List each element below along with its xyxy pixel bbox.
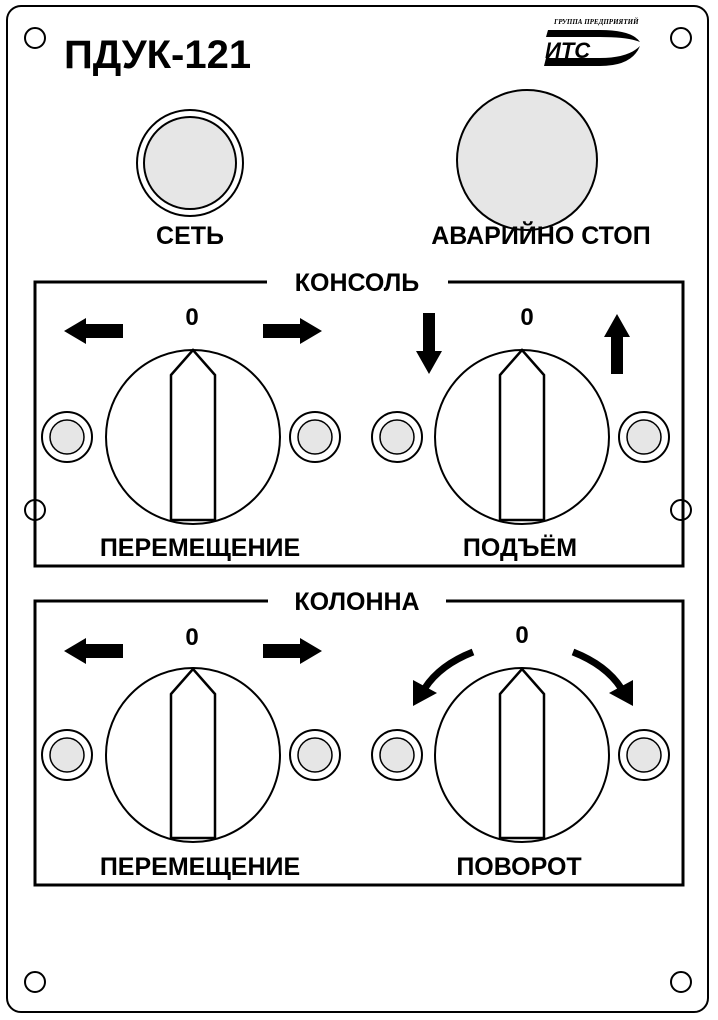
column-right-indicator-right (618, 729, 670, 781)
section-console-frame (33, 280, 685, 568)
section-column: КОЛОННА 0 ПЕРЕМЕЩЕНИЕ 0 (33, 588, 685, 887)
mounting-hole-bottom-right (670, 971, 692, 993)
arrow-left-icon (64, 638, 123, 664)
section-console-title: КОНСОЛЬ (295, 269, 420, 297)
brand-group-text: ГРУППА ПРЕДПРИЯТИЙ (553, 18, 639, 26)
emergency-stop-button[interactable] (456, 89, 598, 231)
section-console: КОНСОЛЬ 0 ПЕРЕМЕЩЕНИЕ 0 (33, 269, 685, 568)
section-column-title: КОЛОННА (294, 588, 419, 616)
column-right-indicator-left (371, 729, 423, 781)
console-right-label: ПОДЪЁМ (463, 534, 577, 562)
mounting-hole-top-left (24, 27, 46, 49)
console-left-label: ПЕРЕМЕЩЕНИЕ (100, 534, 300, 562)
column-left-indicator-right (289, 729, 341, 781)
device-title: ПДУК-121 (64, 33, 251, 77)
mounting-hole-mid-right (670, 499, 692, 521)
brand-name: ИТС (545, 38, 591, 63)
console-left-zero: 0 (185, 304, 198, 331)
console-left-indicator-left (41, 411, 93, 463)
brand-swoosh-lower (544, 46, 640, 66)
power-label: СЕТЬ (156, 222, 224, 250)
column-move-knob[interactable] (105, 667, 281, 843)
console-left-indicator-right (289, 411, 341, 463)
arrow-left-icon (64, 318, 123, 344)
column-right-label: ПОВОРОТ (456, 853, 581, 881)
brand-swoosh (546, 30, 640, 42)
arrow-up-icon (604, 314, 630, 374)
console-right-zero: 0 (520, 304, 533, 331)
arrow-down-icon (416, 313, 442, 374)
mounting-hole-top-right (670, 27, 692, 49)
brand-logo: ГРУППА ПРЕДПРИЯТИЙ ИТС (544, 18, 640, 66)
arrow-right-icon (263, 318, 322, 344)
arrow-right-icon (263, 638, 322, 664)
column-rotate-knob[interactable] (434, 667, 610, 843)
console-right-indicator-right (618, 411, 670, 463)
console-move-knob[interactable] (105, 348, 281, 525)
arrow-rotate-ccw-icon (413, 648, 475, 706)
emergency-stop-label: АВАРИЙНО СТОП (431, 220, 650, 250)
section-column-frame (33, 599, 685, 887)
column-left-zero: 0 (185, 624, 198, 651)
column-left-indicator-left (41, 729, 93, 781)
console-right-indicator-left (371, 411, 423, 463)
column-left-label: ПЕРЕМЕЩЕНИЕ (100, 853, 300, 881)
column-right-zero: 0 (515, 622, 528, 649)
mounting-hole-bottom-left (24, 971, 46, 993)
arrow-rotate-cw-icon (571, 648, 633, 706)
power-button[interactable] (136, 109, 244, 217)
console-lift-knob[interactable] (434, 348, 610, 525)
